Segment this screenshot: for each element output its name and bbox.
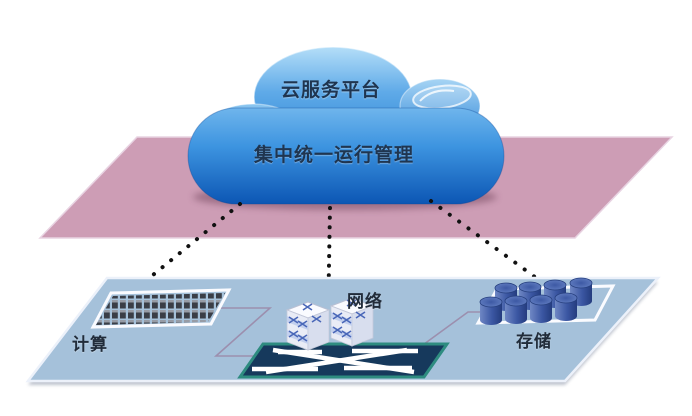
switch-platform-marks [252,347,418,375]
storage-cylinders-icon [479,277,593,326]
storage-label: 存储 [516,332,552,351]
compute-label: 计算 [72,335,108,354]
cloud-title: 云服务平台 [280,80,381,101]
cloud-icon [187,46,505,205]
compute-node [90,288,232,329]
cloud-subtitle: 集中统一运行管理 [253,145,414,166]
compute-panel [90,288,232,329]
storage-node [475,277,616,326]
connector-compute-network [213,307,273,357]
link-cloud-storage [429,199,541,282]
network-label: 网络 [347,292,383,311]
link-cloud-compute [135,202,242,290]
network-switch-icon [285,297,375,351]
network-node [237,297,450,379]
cloud-swirl-highlight [412,84,472,110]
server-rack-icon [96,293,225,325]
